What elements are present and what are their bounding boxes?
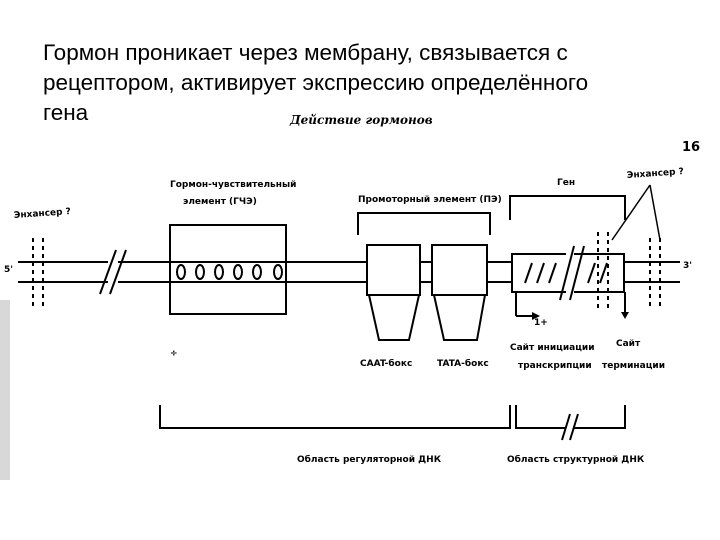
region-regulatory-label: Область регуляторной ДНК: [297, 454, 442, 465]
promoter-bracket: [357, 212, 491, 235]
gene-break-mark: [559, 245, 585, 301]
init-label-line2: транскрипции: [518, 361, 592, 371]
start-mark: 1+: [534, 318, 548, 328]
tata-label: TATA-бокс: [437, 358, 489, 369]
hre-box: [169, 224, 287, 315]
caption-line-1: Гормон проникает через мембрану, связыва…: [43, 40, 568, 65]
termination-arrow: [621, 292, 629, 319]
regulatory-bracket: [159, 405, 511, 429]
hre-circles: [176, 264, 283, 280]
init-label-line1: Сайт инициации: [510, 343, 595, 353]
enhancer-right-label: Энхансер ?: [627, 167, 685, 181]
gene-label: Ген: [557, 178, 575, 188]
end-3-label: 3': [683, 261, 692, 271]
term-label-line1: Сайт: [616, 339, 641, 349]
end-5-label: 5': [4, 265, 13, 275]
gene-bracket: [509, 195, 626, 220]
caption-line-3: гена: [43, 100, 89, 125]
promoter-label: Промоторный элемент (ПЭ): [358, 195, 502, 205]
hre-label-line1: Гормон-чувствительный: [170, 180, 296, 190]
region-structural-label: Область структурной ДНК: [507, 454, 645, 465]
caat-label: CAAT-бокс: [360, 358, 412, 369]
caat-box: [366, 244, 421, 341]
hre-label-line2: элемент (ГЧЭ): [183, 197, 257, 207]
caption-line-2: рецептором, активирует экспрессию опреде…: [43, 70, 589, 95]
gene-hatch: [524, 262, 608, 284]
start-arrow: [515, 292, 540, 320]
dna-break-mark: [99, 249, 127, 295]
enhancer-left-box: [32, 238, 44, 310]
enhancer-right-box: [649, 238, 661, 310]
enhancer-left-label: Энхансер ?: [14, 207, 72, 221]
scan-shadow: [0, 300, 10, 480]
page-number: 16: [682, 140, 700, 155]
enhancer-right-pointers: [611, 184, 661, 241]
diagram-title: Действие гормонов: [289, 113, 433, 127]
caption: Гормон проникает через мембрану, связыва…: [43, 38, 720, 128]
tata-box: [431, 244, 488, 341]
term-label-line2: терминации: [602, 361, 665, 371]
small-mark: ÷: [170, 349, 178, 359]
structural-break-mark: [561, 413, 579, 441]
